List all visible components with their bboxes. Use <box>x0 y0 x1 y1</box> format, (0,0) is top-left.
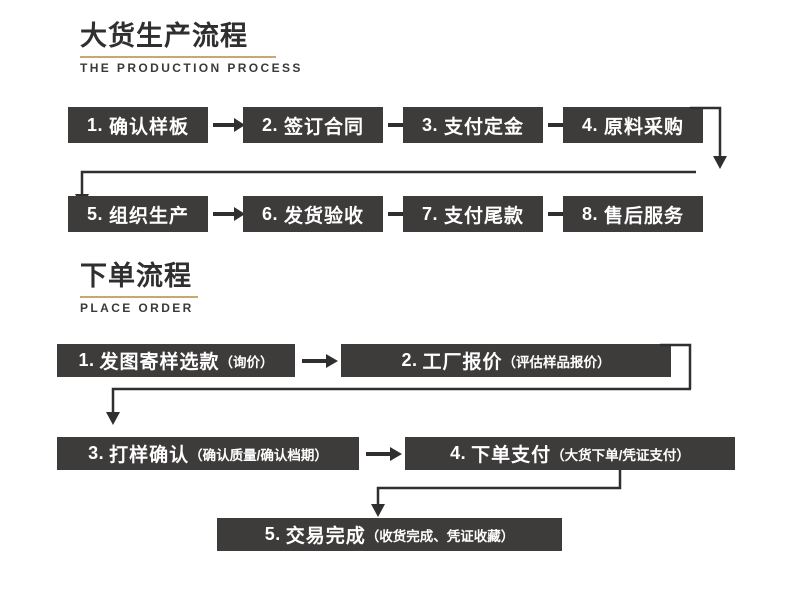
arrow-right-icon <box>298 344 342 377</box>
step-label: 支付尾款 <box>444 205 525 227</box>
connector-order-row1-to-row2 <box>660 343 710 393</box>
production-step-5: 5. 组织生产 <box>68 196 208 232</box>
step-number: 2. <box>401 350 418 370</box>
step-note: （询价） <box>219 354 274 370</box>
order-step-3: 3. 打样确认 （确认质量/确认档期） <box>57 437 359 470</box>
heading-rule <box>80 55 276 58</box>
arrow-right-icon <box>362 437 406 470</box>
step-number: 3. <box>88 443 105 463</box>
step-label: 组织生产 <box>109 205 190 227</box>
step-label: 交易完成 <box>285 526 366 547</box>
production-step-3: 3. 支付定金 <box>403 107 543 143</box>
order-step-1: 1. 发图寄样选款 （询价） <box>57 344 295 377</box>
step-note: （评估样品报价） <box>502 354 611 370</box>
step-number: 3. <box>421 114 438 135</box>
step-label: 发货验收 <box>284 205 365 227</box>
production-step-6: 6. 发货验收 <box>243 196 383 232</box>
step-label: 下单支付 <box>471 445 552 466</box>
section-title-cn: 大货生产流程 <box>80 21 248 51</box>
order-step-2: 2. 工厂报价 （评估样品报价） <box>341 344 671 377</box>
production-step-4: 4. 原料采购 <box>563 107 703 143</box>
step-number: 1. <box>86 114 103 135</box>
step-label: 工厂报价 <box>422 352 503 373</box>
step-number: 5. <box>264 524 281 544</box>
step-label: 原料采购 <box>604 116 685 138</box>
order-step-4: 4. 下单支付 （大货下单/凭证支付） <box>405 437 735 470</box>
section-title-cn: 下单流程 <box>80 261 192 291</box>
step-label: 签订合同 <box>284 116 365 138</box>
step-number: 4. <box>581 114 598 135</box>
step-label: 售后服务 <box>604 205 685 227</box>
production-step-2: 2. 签订合同 <box>243 107 383 143</box>
step-note: （确认质量/确认档期） <box>189 447 328 463</box>
step-number: 4. <box>450 443 467 463</box>
arrow-right-icon <box>210 196 248 232</box>
step-label: 打样确认 <box>109 445 190 466</box>
production-step-1: 1. 确认样板 <box>68 107 208 143</box>
production-step-7: 7. 支付尾款 <box>403 196 543 232</box>
heading-rule <box>80 295 198 298</box>
step-note: （收货完成、凭证收藏） <box>365 528 515 544</box>
section-heading-order: 下单流程 PLACE ORDER <box>80 261 198 315</box>
section-title-en: PLACE ORDER <box>80 300 194 315</box>
step-label: 确认样板 <box>109 116 190 138</box>
step-number: 6. <box>261 203 278 224</box>
arrow-right-icon <box>210 107 248 143</box>
step-number: 8. <box>581 203 598 224</box>
step-number: 5. <box>86 203 103 224</box>
section-title-en: THE PRODUCTION PROCESS <box>80 60 303 75</box>
production-step-8: 8. 售后服务 <box>563 196 703 232</box>
section-heading-production: 大货生产流程 THE PRODUCTION PROCESS <box>80 21 303 75</box>
connector-production-row1-to-row2 <box>690 106 730 176</box>
step-note: （大货下单/凭证支付） <box>551 447 690 463</box>
connector-order-row2-entry <box>95 387 695 429</box>
order-step-5: 5. 交易完成 （收货完成、凭证收藏） <box>217 518 562 551</box>
step-label: 发图寄样选款 <box>99 352 220 373</box>
connector-order-row2-to-row3 <box>360 470 660 520</box>
step-number: 1. <box>78 350 95 370</box>
step-number: 7. <box>421 203 438 224</box>
step-number: 2. <box>261 114 278 135</box>
step-label: 支付定金 <box>444 116 525 138</box>
